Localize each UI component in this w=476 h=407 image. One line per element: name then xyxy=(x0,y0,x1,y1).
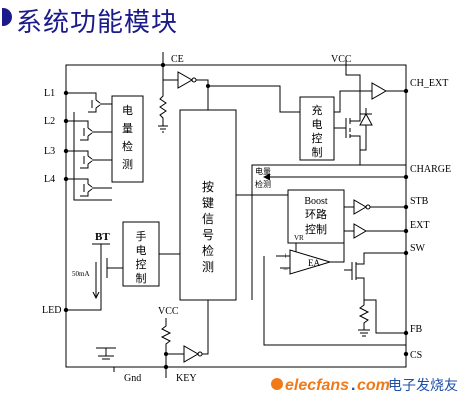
pin-ce: CE xyxy=(160,52,184,68)
torch-control-char-3: 控 xyxy=(136,257,147,271)
key-detect-char-4: 号 xyxy=(202,228,214,242)
pin-key-label: KEY xyxy=(176,373,197,384)
battery-detect-char-4: 测 xyxy=(122,158,133,171)
key-detect-char-6: 测 xyxy=(202,260,214,274)
pin-vcc-top: VCC xyxy=(331,54,352,65)
title-text: 系统功能模块 xyxy=(16,8,179,38)
pin-l4: L4 xyxy=(44,174,69,185)
torch-control-block xyxy=(122,221,160,287)
vr-label: VR xyxy=(294,234,304,242)
led-channel-switches xyxy=(66,92,112,201)
watermark-cn: 电子发烧友 xyxy=(388,378,458,394)
boost-loop-line-3: 控制 xyxy=(305,222,327,236)
error-amplifier xyxy=(263,243,406,346)
pin-l1: L1 xyxy=(44,88,69,99)
pin-charge-label: CHARGE xyxy=(410,164,451,175)
pin-l4-label: L4 xyxy=(44,174,55,185)
pin-fb: FB xyxy=(403,324,423,336)
battery-detect-text: 电 量 检 测 xyxy=(122,104,133,171)
torch-control-char-4: 制 xyxy=(136,272,147,285)
pin-charge: CHARGE xyxy=(403,164,451,180)
torch-control-char-2: 电 xyxy=(136,244,147,257)
watermark-com: com xyxy=(357,377,390,394)
key-signal-detect-text: 按 键 信 号 检 测 xyxy=(202,180,214,274)
charge-switch-circuit xyxy=(251,65,406,300)
sw-switch-transistor xyxy=(344,252,406,337)
ea-label: EA xyxy=(308,258,320,268)
charge-control-text: 充 电 控 制 xyxy=(312,103,323,159)
page-title: 系统功能模块 xyxy=(2,2,179,39)
pin-l1-label: L1 xyxy=(44,88,55,99)
watermark-logo-icon xyxy=(271,378,283,390)
torch-control-char-1: 手 xyxy=(136,229,147,243)
pin-l2-label: L2 xyxy=(44,116,55,127)
pin-ext: EXT xyxy=(403,220,429,234)
charge-control-char-3: 控 xyxy=(312,131,323,145)
led-current-source xyxy=(66,243,123,311)
torch-control-text: 手 电 控 制 xyxy=(136,229,147,285)
pin-key: KEY xyxy=(163,364,197,384)
charge-control-char-4: 制 xyxy=(312,146,323,159)
battery-detect-char-3: 检 xyxy=(122,139,133,153)
boost-loop-text: Boost 环路 控制 xyxy=(304,196,328,236)
battery-detect-out-1: 电量 xyxy=(255,166,271,176)
key-detect-char-2: 键 xyxy=(202,196,214,210)
battery-detect-out-label: 电量 检测 xyxy=(255,166,271,189)
pin-l3-label: L3 xyxy=(44,146,55,157)
current-label: 50mA xyxy=(72,270,90,278)
key-detect-char-3: 信 xyxy=(202,212,214,226)
pin-ch-ext-label: CH_EXT xyxy=(410,78,448,89)
bullet-icon xyxy=(2,8,12,26)
key-signal-detect-block xyxy=(179,109,237,301)
battery-detect-out-2: 检测 xyxy=(255,179,271,189)
bt-label: BT xyxy=(95,231,110,243)
output-buffers xyxy=(344,199,406,239)
boost-loop-block xyxy=(287,189,345,244)
pin-gnd-label: Gnd xyxy=(124,373,141,384)
pin-l3: L3 xyxy=(44,146,69,157)
boost-loop-line-2: 环路 xyxy=(305,208,327,221)
boost-loop-title: Boost xyxy=(304,196,328,207)
pin-led-label: LED xyxy=(42,305,61,316)
pin-cs: CS xyxy=(403,350,422,361)
battery-detect-char-1: 电 xyxy=(122,104,133,117)
pin-l2: L2 xyxy=(44,116,69,127)
pin-sw-label: SW xyxy=(410,243,426,254)
pin-stb: STB xyxy=(403,196,429,210)
key-detect-char-1: 按 xyxy=(202,180,214,194)
pin-fb-label: FB xyxy=(410,324,423,335)
ground-symbol xyxy=(96,347,116,360)
pin-ext-label: EXT xyxy=(410,220,429,231)
watermark: elecfans . com 电子发烧友 xyxy=(271,377,458,394)
pin-stb-label: STB xyxy=(410,196,429,207)
vcc-key-label: VCC xyxy=(158,306,179,317)
pin-gnd: Gnd xyxy=(113,367,141,384)
chip-outline xyxy=(65,64,407,368)
key-detect-char-5: 检 xyxy=(202,243,214,258)
pin-led: LED xyxy=(42,305,69,316)
pin-ch-ext: CH_EXT xyxy=(403,78,448,94)
ce-input-path xyxy=(158,65,300,133)
ea-plus: + xyxy=(283,251,288,261)
charge-control-char-2: 电 xyxy=(312,118,323,131)
watermark-brand: elecfans xyxy=(285,377,349,394)
ea-minus: − xyxy=(283,264,288,274)
charge-control-char-1: 充 xyxy=(312,103,323,117)
pin-cs-label: CS xyxy=(410,350,422,361)
pin-sw: SW xyxy=(403,243,426,256)
key-input-path xyxy=(160,300,209,367)
pin-ce-label: CE xyxy=(171,54,184,65)
watermark-dot: . xyxy=(351,377,355,394)
pin-vcc-top-label: VCC xyxy=(331,54,352,65)
battery-detect-char-2: 量 xyxy=(122,122,133,135)
battery-detect-block xyxy=(111,95,144,183)
